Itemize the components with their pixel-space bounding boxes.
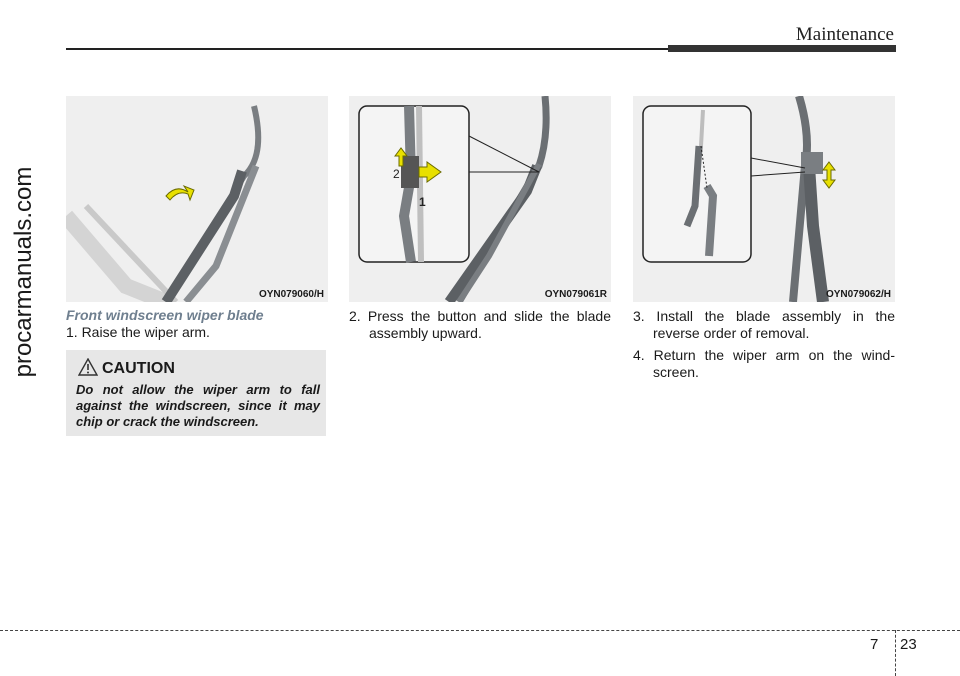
watermark: procarmanuals.com [2,72,46,472]
page-number: 23 [900,636,917,653]
figure-code: OYN079061R [544,289,607,300]
step-1: 1. Raise the wiper arm. [66,324,210,340]
header-title: Maintenance [795,24,894,45]
column-1-text: 1. Raise the wiper arm. [66,324,328,346]
step-2: 2. Press the button and slide the blade … [349,308,611,341]
caution-text: Do not allow the wiper arm to fall again… [76,382,320,429]
footer-divider [895,630,896,676]
watermark-text: procarmanuals.com [10,166,37,378]
column-2-text: 2. Press the button and slide the blade … [349,308,611,347]
figure-install-blade: OYN079062/H [633,96,895,302]
caution-box: CAUTION Do not allow the wiper arm to fa… [66,350,326,436]
figure-code: OYN079062/H [825,289,891,300]
wiper-arm-illustration [66,105,262,302]
press-arrow-icon [418,161,442,183]
step-label-1: 1 [419,195,426,209]
step-label-2: 2 [393,167,400,181]
chapter-number: 7 [870,636,879,653]
figure-press-button: 2 1 OYN079061R [349,96,611,302]
caution-title: CAUTION [102,360,175,377]
header-rule [66,48,896,50]
header-rule-accent [668,45,896,52]
figure-raise-wiper-arm: OYN079060/H [66,96,328,302]
up-down-arrow-icon [822,161,836,189]
step-4: 4. Return the wiper arm on the wind- scr… [633,347,895,380]
rotate-arrow-icon [165,184,195,202]
step-3: 3. Install the blade assembly in the rev… [633,308,895,341]
warning-triangle-icon [78,358,98,376]
footer-rule [0,630,960,631]
slide-up-arrow-icon [394,147,408,167]
section-heading: Front windscreen wiper blade [66,307,264,323]
wiper-blade-detail-illustration: 2 1 [358,96,550,302]
column-3-text: 3. Install the blade assembly in the rev… [633,308,895,386]
figure-code: OYN079060/H [258,289,324,300]
wiper-install-illustration [642,96,836,302]
